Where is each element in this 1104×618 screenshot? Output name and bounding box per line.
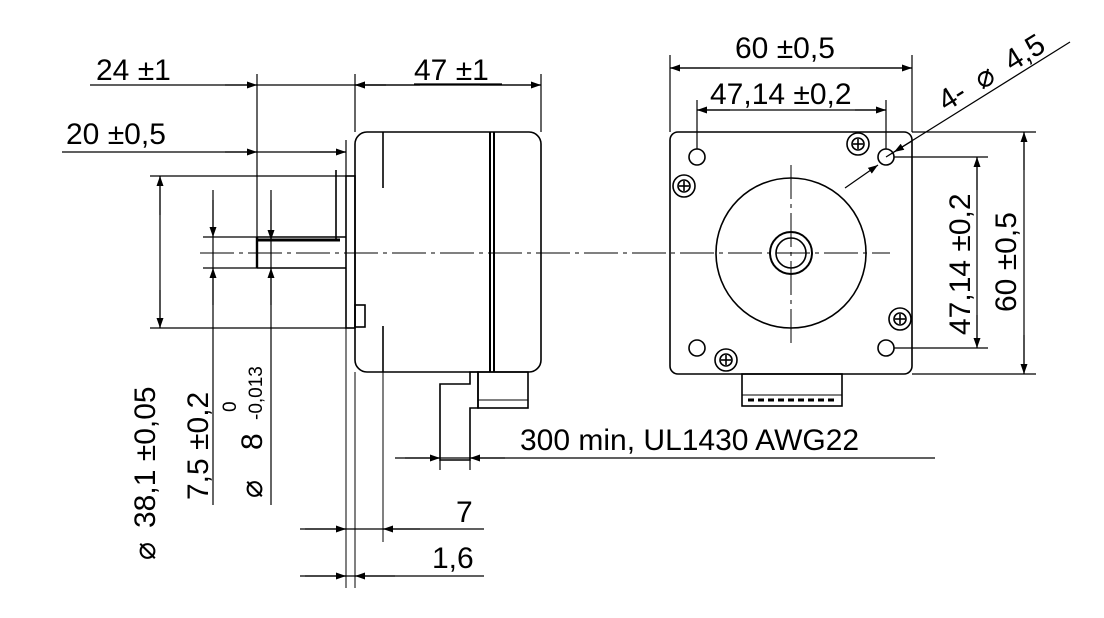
screw-b	[714, 348, 738, 372]
dim-shaft-dia-symbol: ⌀	[236, 480, 269, 498]
side-view-dimensions	[62, 74, 935, 580]
cable-note: 300 min, UL1430 AWG22	[520, 424, 859, 457]
dim-hole-spacing-v-label: 47,14 ±0,2	[944, 193, 977, 335]
dim-shaft-overall-label: 24 ±1	[96, 54, 171, 87]
dim-body-length-label: 47 ±1	[414, 54, 489, 87]
front-connector	[741, 373, 843, 407]
mount-hole-br	[877, 339, 895, 357]
dim-shaft-tol-upper: 0	[220, 401, 241, 412]
dim-shaft-length-label: 20 ±0,5	[66, 118, 166, 151]
screw-l	[672, 174, 696, 198]
dim-pilot-dia-symbol: ⌀	[129, 542, 162, 560]
screw-r	[888, 307, 912, 331]
pilot-boss	[345, 175, 356, 329]
screw-tr	[846, 132, 870, 156]
hole-leader	[885, 41, 1071, 158]
dim-holes-label: 4,5	[998, 28, 1051, 78]
connector-housing	[439, 371, 479, 461]
dim-shaft-flat-label: 7,5 ±0,2	[182, 392, 215, 500]
dim-shaft-dia-label: 8	[236, 433, 269, 450]
dim-pilot-dia-label: 38,1 ±0,05	[129, 386, 162, 528]
mount-hole-tl	[688, 148, 706, 166]
mount-hole-bl	[688, 339, 706, 357]
dim-flange-label: 7	[456, 496, 473, 529]
side-view-labels: 24 ±1 47 ±1 20 ±0,5 ⌀ 38,1 ±0,05 7,5 ±0,…	[66, 54, 859, 575]
dim-pilot-height-label: 1,6	[432, 542, 474, 575]
side-view	[200, 131, 890, 588]
dim-holes-prefix: 4-	[932, 76, 972, 118]
front-view-dimensions	[669, 41, 1071, 375]
dim-hole-spacing-h-label: 47,14 ±0,2	[710, 78, 852, 111]
dim-width-label: 60 ±0,5	[735, 32, 835, 65]
front-view	[669, 131, 913, 407]
dim-height-label: 60 ±0,5	[990, 212, 1023, 312]
dim-holes-symbol: ⌀	[968, 58, 1001, 96]
connector-plug	[477, 371, 529, 409]
front-view-labels: 60 ±0,5 47,14 ±0,2 47,14 ±0,2 60 ±0,5 4-…	[710, 28, 1051, 335]
dim-shaft-tol-lower: -0,013	[246, 366, 267, 420]
side-screw	[354, 304, 366, 328]
